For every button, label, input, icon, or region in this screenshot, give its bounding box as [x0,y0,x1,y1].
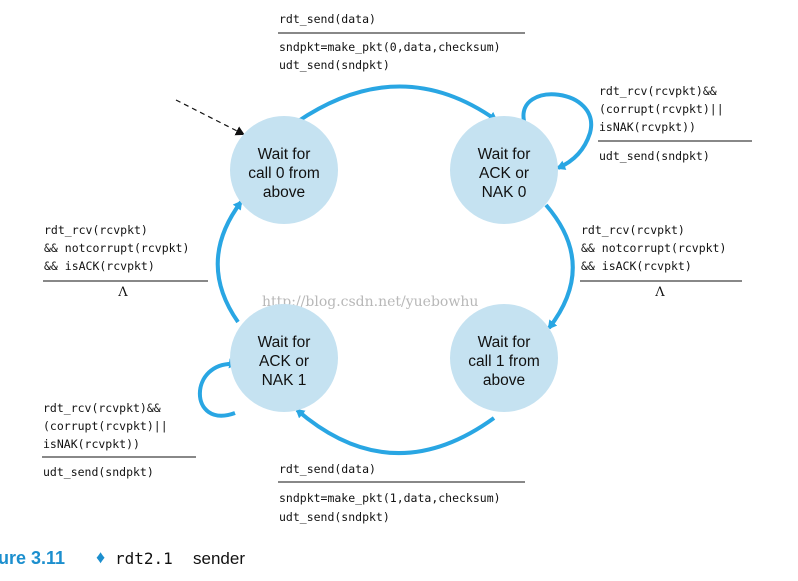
state-wait-ack-0: Wait for ACK or NAK 0 [450,116,558,224]
transition-event: rdt_rcv(rcvpkt) [44,223,148,237]
transition-action: Λ [117,285,128,300]
state-label-line: Wait for [258,146,311,163]
arrow-bottom [295,408,496,455]
state-wait-call-0: Wait for call 0 from above [230,116,338,224]
transition-event: isNAK(rcvpkt)) [43,437,140,451]
arrow-right [544,203,575,330]
transition-action: udt_send(sndpkt) [279,58,390,72]
self-loop-ack-1 [198,358,238,418]
state-wait-call-1: Wait for call 1 from above [450,304,558,412]
self-loop-ack-0 [521,92,594,170]
state-label-line: ACK or [259,353,309,370]
transition-label-left: rdt_rcv(rcvpkt) && notcorrupt(rcvpkt) &&… [43,223,208,300]
transition-action: udt_send(sndpkt) [43,465,154,479]
transition-action: sndpkt=make_pkt(0,data,checksum) [279,40,501,54]
state-label-line: above [483,372,525,389]
arrow-top [295,84,498,124]
transition-event: && notcorrupt(rcvpkt) [581,241,726,255]
transition-event: && isACK(rcvpkt) [581,259,692,273]
state-label-line: NAK 1 [262,372,307,389]
state-label-line: NAK 0 [482,184,527,201]
transition-event: rdt_rcv(rcvpkt)&& [599,84,717,98]
state-label-line: ACK or [479,165,529,182]
transition-event: rdt_send(data) [279,12,376,26]
transition-event: && isACK(rcvpkt) [44,259,155,273]
transition-event: rdt_rcv(rcvpkt) [581,223,685,237]
state-wait-ack-1: Wait for ACK or NAK 1 [230,304,338,412]
initial-state-arrow [175,99,245,136]
caption-word: sender [193,549,245,568]
state-label-line: above [263,184,305,201]
transition-action: udt_send(sndpkt) [599,149,710,163]
transition-label-self-ack-1: rdt_rcv(rcvpkt)&& (corrupt(rcvpkt)|| isN… [42,401,196,479]
transition-label-self-ack-0: rdt_rcv(rcvpkt)&& (corrupt(rcvpkt)|| isN… [598,84,752,163]
figure-caption: ure 3.11 ♦ rdt2.1 sender [0,547,245,568]
state-label-line: Wait for [478,334,531,351]
state-label-line: call 1 from [468,353,540,370]
transition-event: rdt_send(data) [279,462,376,476]
caption-figure-label: ure 3.11 [0,548,65,568]
transition-event: isNAK(rcvpkt)) [599,120,696,134]
caption-diamond: ♦ [96,547,105,567]
transition-action: udt_send(sndpkt) [279,510,390,524]
transition-action: sndpkt=make_pkt(1,data,checksum) [279,491,501,505]
caption-code: rdt2.1 [115,549,173,568]
transition-event: && notcorrupt(rcvpkt) [44,241,189,255]
transition-event: (corrupt(rcvpkt)|| [599,102,724,116]
transition-event: (corrupt(rcvpkt)|| [43,419,168,433]
state-label-line: Wait for [258,334,311,351]
transition-label-right: rdt_rcv(rcvpkt) && notcorrupt(rcvpkt) &&… [580,223,742,300]
state-label-line: call 0 from [248,165,320,182]
arrow-left [215,200,243,324]
transition-label-bottom: rdt_send(data) sndpkt=make_pkt(1,data,ch… [278,462,525,524]
state-label-line: Wait for [478,146,531,163]
transition-action: Λ [654,285,665,300]
watermark-text: http://blog.csdn.net/yuebowhu [262,294,478,310]
transition-event: rdt_rcv(rcvpkt)&& [43,401,161,415]
transition-label-top: rdt_send(data) sndpkt=make_pkt(0,data,ch… [278,12,525,72]
